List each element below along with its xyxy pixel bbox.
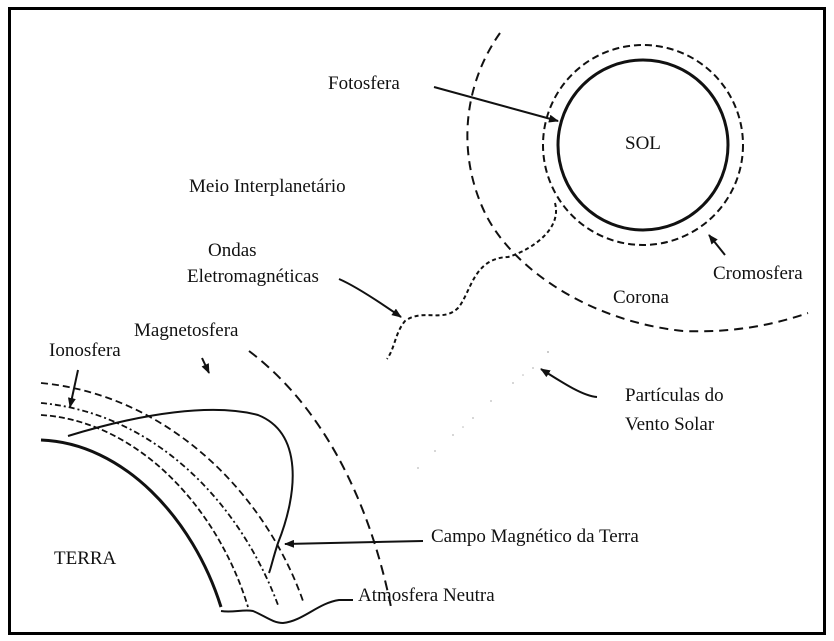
sun-earth-diagram: Fotosfera SOL Meio Interplanetário Ondas… — [40, 32, 809, 625]
label-ondas: Ondas — [208, 240, 257, 261]
magnetosfera-pointer — [201, 357, 210, 374]
fotosfera-pointer — [433, 86, 559, 123]
label-corona: Corona — [613, 287, 670, 308]
label-meio-interplanetario: Meio Interplanetário — [189, 176, 346, 197]
labels: Fotosfera SOL Meio Interplanetário Ondas… — [49, 73, 803, 606]
atmosfera-brace — [220, 599, 353, 625]
label-sol: SOL — [625, 133, 661, 154]
campo-pointer — [284, 539, 424, 548]
label-particulas: Partículas do — [625, 385, 724, 406]
chromosphere-circle — [542, 44, 744, 246]
label-cromosfera: Cromosfera — [713, 263, 803, 284]
corona-outer-arc — [466, 32, 809, 333]
magnetosphere-inner-boundary — [40, 382, 304, 602]
magnetic-field-line — [67, 408, 294, 574]
ionosfera-pointer — [67, 369, 79, 408]
neutral-atmosphere-boundary — [40, 414, 249, 608]
earth-surface — [40, 438, 223, 608]
label-campo-magnetico: Campo Magnético da Terra — [431, 526, 639, 547]
electromagnetic-wave-line — [386, 202, 558, 360]
label-ionosfera: Ionosfera — [49, 340, 121, 361]
ionosphere-boundary — [40, 402, 279, 606]
label-eletromagneticas: Eletromagnéticas — [187, 266, 319, 287]
leader-lines — [67, 86, 726, 625]
sun-group — [466, 32, 809, 333]
label-atmosfera-neutra: Atmosfera Neutra — [358, 585, 495, 606]
label-magnetosfera: Magnetosfera — [134, 320, 239, 341]
label-fotosfera: Fotosfera — [328, 73, 400, 94]
label-terra: TERRA — [54, 548, 117, 569]
photosphere-circle — [556, 58, 730, 232]
ondas-pointer — [338, 278, 402, 318]
earth-group — [40, 350, 392, 608]
label-vento-solar: Vento Solar — [625, 414, 715, 435]
particulas-pointer — [540, 368, 598, 398]
cromosfera-pointer — [708, 234, 726, 256]
solar-wind-particles — [417, 351, 549, 469]
magnetosphere-outer-boundary — [248, 350, 392, 608]
diagram-frame: Fotosfera SOL Meio Interplanetário Ondas… — [8, 7, 826, 635]
